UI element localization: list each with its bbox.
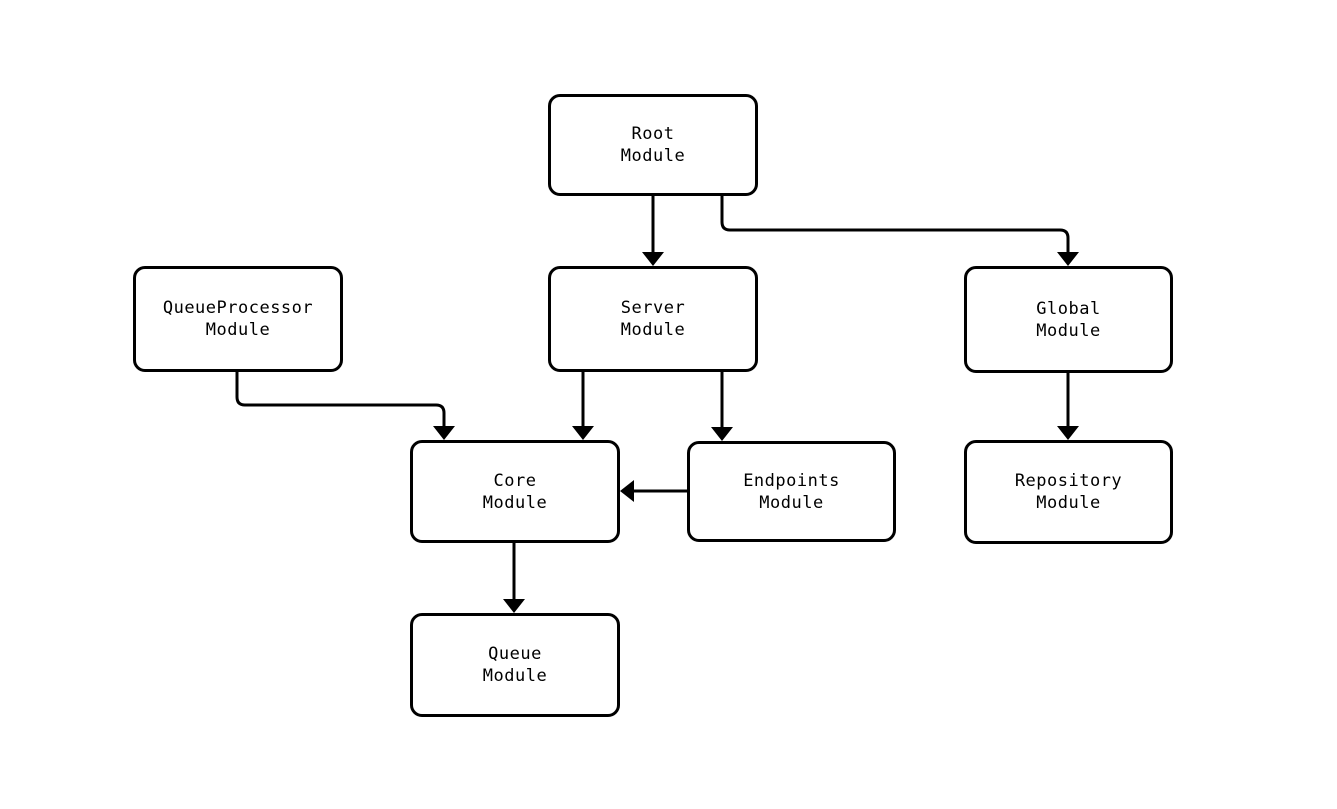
node-server[interactable]: Server Module (548, 266, 758, 372)
node-server-label: Server Module (620, 298, 686, 340)
node-root[interactable]: Root Module (548, 94, 758, 196)
edge-queueprocessor-to-core (235, 372, 455, 440)
node-root-label: Root Module (620, 124, 686, 166)
edge-endpoints-to-core (620, 480, 687, 502)
node-core[interactable]: Core Module (410, 440, 620, 543)
edge-core-to-queue (503, 543, 525, 613)
arrowhead (642, 252, 664, 266)
edge-server-to-core (572, 372, 594, 440)
arrowhead (620, 480, 634, 502)
node-global-label: Global Module (1036, 298, 1101, 341)
edge-global-to-repository (1057, 373, 1079, 440)
node-endpoints[interactable]: Endpoints Module (687, 441, 896, 542)
edge-root-to-server (642, 196, 664, 266)
node-endpoints-label: Endpoints Module (743, 470, 840, 513)
edge-root-to-global (720, 196, 1079, 266)
node-global[interactable]: Global Module (964, 266, 1173, 373)
node-core-label: Core Module (482, 470, 548, 513)
node-queueprocessor-label: QueueProcessor Module (162, 298, 314, 340)
node-queue[interactable]: Queue Module (410, 613, 620, 717)
node-queueprocessor[interactable]: QueueProcessor Module (133, 266, 343, 372)
node-queue-label: Queue Module (482, 644, 548, 686)
arrowhead (503, 599, 525, 613)
arrowhead (1057, 252, 1079, 266)
node-repository[interactable]: Repository Module (964, 440, 1173, 544)
arrowhead (572, 426, 594, 440)
arrowhead (433, 426, 455, 440)
arrowhead (711, 427, 733, 441)
arrowhead (1057, 426, 1079, 440)
edge-server-to-endpoints (711, 372, 733, 441)
node-repository-label: Repository Module (1014, 471, 1123, 513)
